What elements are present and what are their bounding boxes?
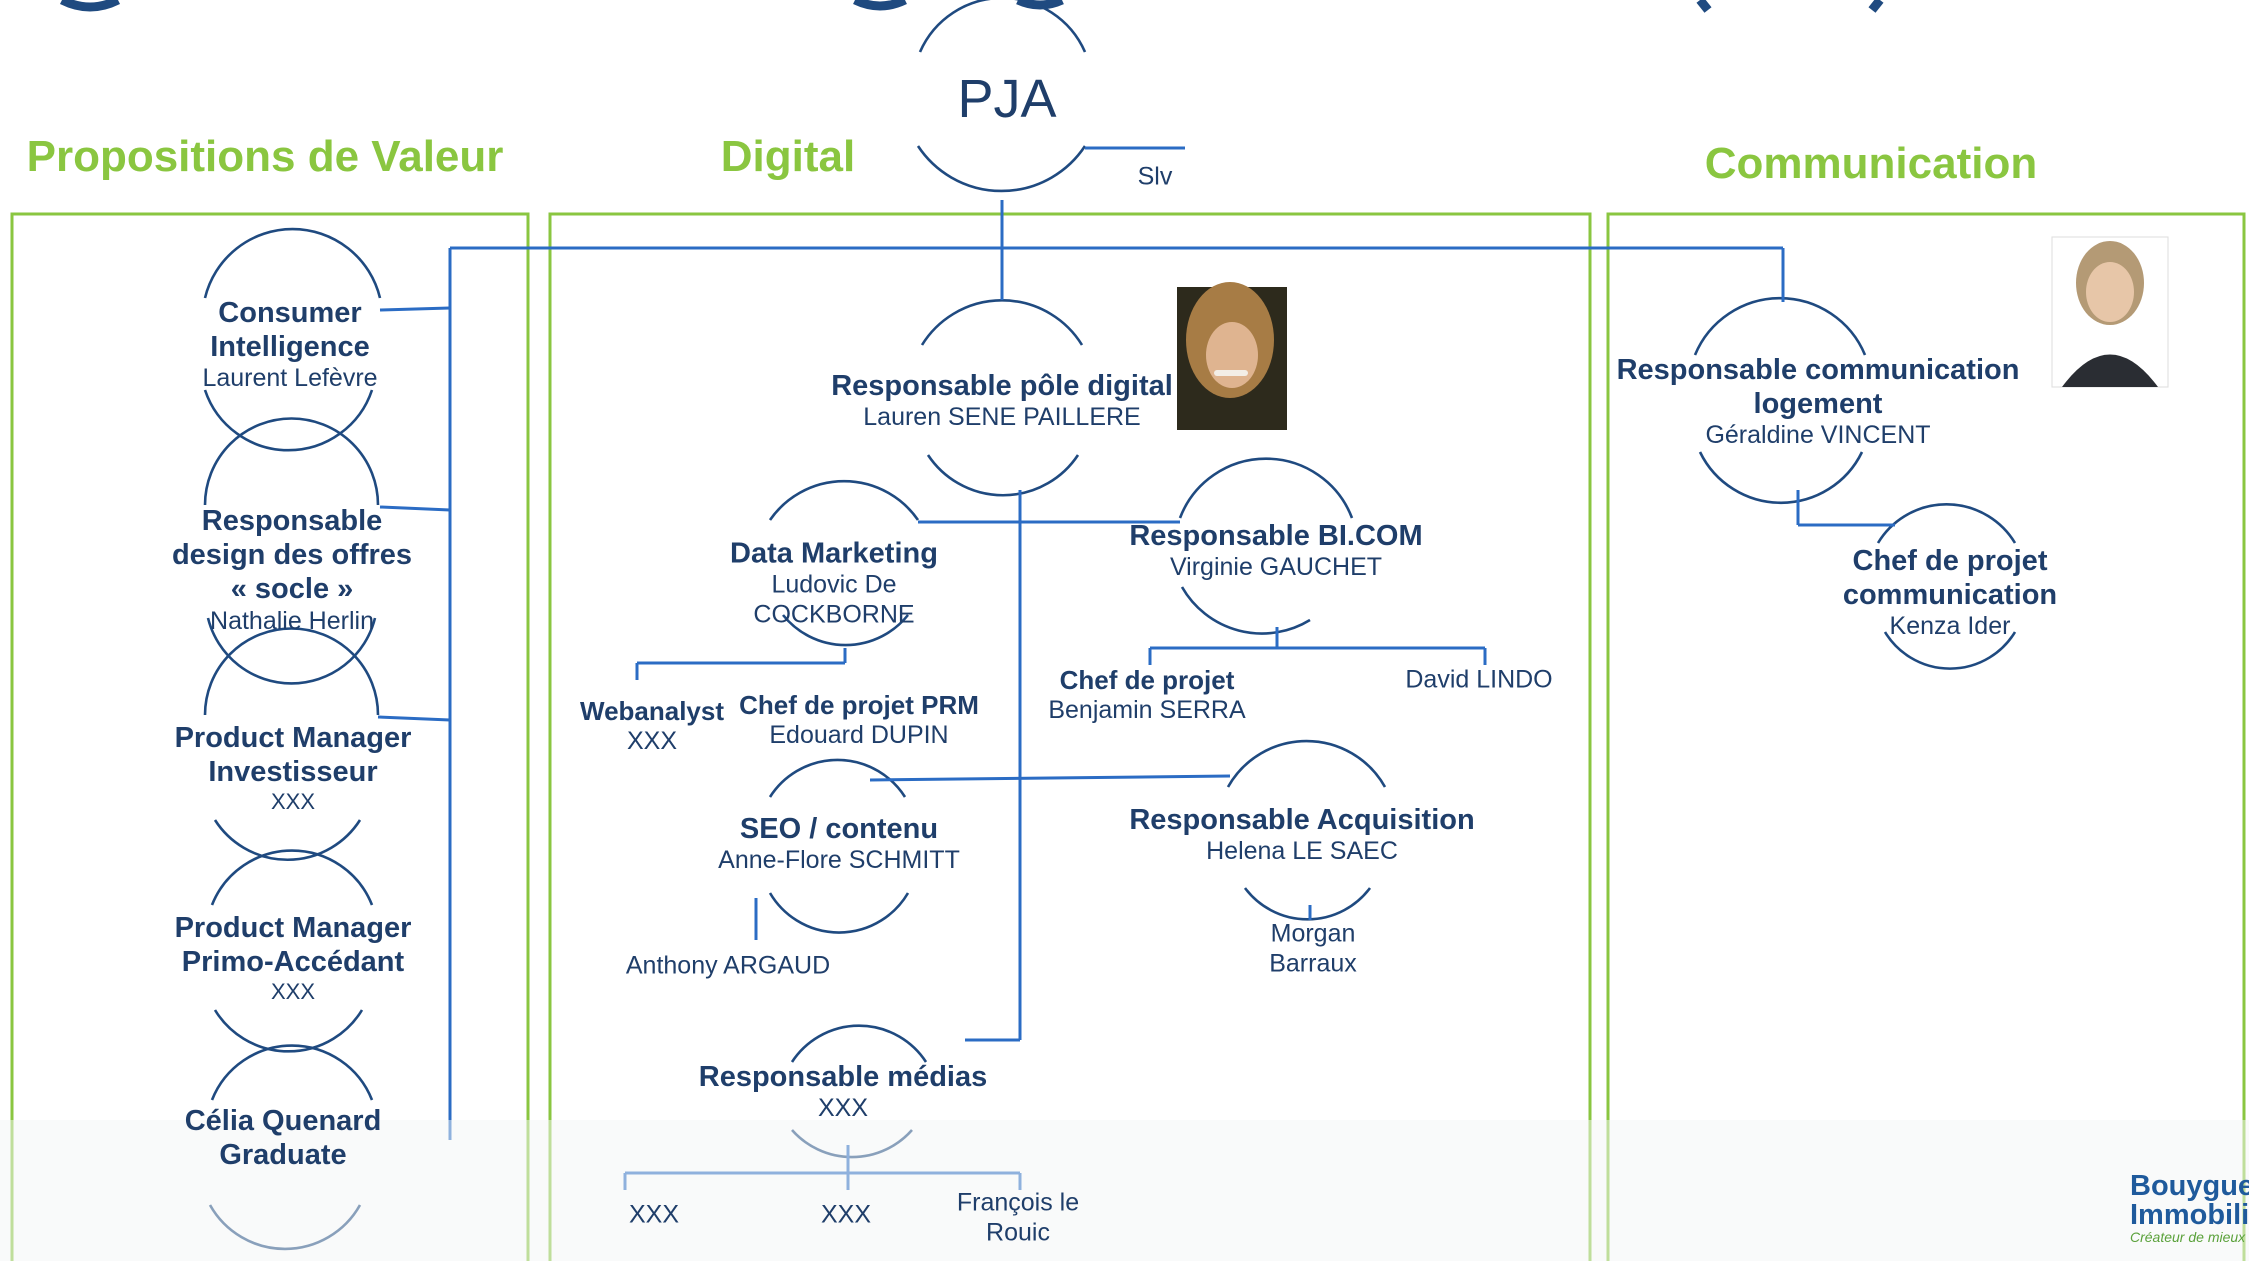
node-person: Virginie GAUCHET bbox=[1169, 553, 1383, 582]
node-person: Edouard DUPIN bbox=[769, 720, 949, 749]
section-heading-propositions-de-valeur: Propositions de Valeur bbox=[26, 132, 504, 182]
node-person: Anne-Flore SCHMITT bbox=[718, 846, 960, 875]
node-title: Responsable Acquisition bbox=[1129, 804, 1475, 837]
node-data-marketing: Data Marketing Ludovic De COCKBORNE bbox=[730, 536, 938, 629]
section-heading-communication: Communication bbox=[1704, 139, 2038, 189]
node-responsable-pole-digital: Responsable pôle digital Lauren SENE PAI… bbox=[831, 369, 1173, 433]
node-title: Consumer Intelligence bbox=[210, 297, 370, 364]
photo-lauren bbox=[1177, 282, 1287, 430]
node-responsable-acquisition: Responsable Acquisition Helena LE SAEC bbox=[1129, 803, 1474, 867]
node-person: Nathalie Herlin bbox=[210, 606, 374, 635]
node-title: Chef de projet PRM bbox=[739, 689, 979, 720]
logo-tagline: Créateur de mieux vivre bbox=[2130, 1229, 2249, 1245]
node-title: SEO / contenu bbox=[739, 813, 939, 846]
node-title: Responsable médias bbox=[698, 1061, 988, 1094]
node-xxx-2: XXX bbox=[820, 1200, 872, 1229]
node-francois-le-rouic: François le Rouic bbox=[956, 1188, 1080, 1247]
node-responsable-bi-com: Responsable BI.COM Virginie GAUCHET bbox=[1129, 519, 1422, 583]
node-responsable-communication: Responsable communication logement Géral… bbox=[1617, 353, 2020, 451]
node-person: XXX bbox=[270, 789, 316, 815]
bouygues-immobilier-logo: Bouygues Immobilier Créateur de mieux vi… bbox=[2130, 1170, 2249, 1245]
node-person: XXX bbox=[817, 1094, 869, 1123]
node-chef-projet-communication: Chef de projet communication Kenza Ider bbox=[1843, 544, 2057, 642]
node-title: Product Manager Investisseur bbox=[174, 721, 412, 789]
frame-propositions-de-valeur bbox=[10, 212, 530, 1261]
logo-line1: Bouygues bbox=[2130, 1170, 2249, 1202]
node-person: Lauren SENE PAILLERE bbox=[863, 403, 1141, 432]
section-frames bbox=[10, 212, 2246, 1261]
node-person: XXX bbox=[626, 726, 678, 755]
frame-communication bbox=[1606, 212, 2246, 1261]
node-consumer-intelligence: Consumer Intelligence Laurent Lefèvre bbox=[202, 296, 377, 394]
node-anthony-argaud: Anthony ARGAUD bbox=[625, 951, 831, 980]
node-person: Benjamin SERRA bbox=[1048, 695, 1246, 724]
photo-geraldine bbox=[2051, 236, 2169, 388]
root-node-subtitle: Slv bbox=[1137, 162, 1173, 191]
node-celia-quenard: Célia Quenard Graduate bbox=[185, 1104, 382, 1172]
node-pm-primo-accedant: Product Manager Primo-Accédant XXX bbox=[175, 911, 412, 1005]
bottom-shading bbox=[0, 1120, 2249, 1261]
node-title: Responsable pôle digital bbox=[831, 370, 1173, 403]
node-person: Kenza Ider bbox=[1889, 612, 2011, 641]
node-title: Product Manager Primo-Accédant bbox=[174, 911, 412, 979]
node-person: Géraldine VINCENT bbox=[1705, 421, 1931, 450]
node-pm-investisseur: Product Manager Investisseur XXX bbox=[175, 721, 412, 815]
node-person: Helena LE SAEC bbox=[1206, 837, 1398, 866]
cropped-title-glyphs bbox=[59, 0, 1884, 13]
node-xxx-1: XXX bbox=[628, 1200, 680, 1229]
node-responsable-design: Responsable design des offres « socle » … bbox=[172, 504, 412, 636]
node-person: Laurent Lefèvre bbox=[202, 364, 378, 393]
node-chef-de-projet: Chef de projet Benjamin SERRA bbox=[1048, 665, 1245, 725]
node-title: Responsable design des offres « socle » bbox=[171, 504, 413, 606]
node-title: Responsable communication logement bbox=[1616, 354, 2020, 421]
node-seo-contenu: SEO / contenu Anne-Flore SCHMITT bbox=[718, 812, 960, 876]
node-title: Webanalyst bbox=[579, 695, 725, 726]
logo-line2: Immobilier bbox=[2130, 1199, 2249, 1231]
node-title: Chef de projet communication bbox=[1842, 545, 2058, 612]
node-person: XXX bbox=[270, 979, 316, 1005]
node-morgan-barraux: Morgan Barraux bbox=[1269, 919, 1357, 978]
node-title: Célia Quenard Graduate bbox=[184, 1104, 382, 1171]
node-david-lindo: David LINDO bbox=[1405, 665, 1553, 694]
node-arcs bbox=[203, 0, 2017, 1251]
node-webanalyst: Webanalyst XXX bbox=[580, 696, 724, 756]
root-node-label: PJA bbox=[957, 69, 1057, 130]
frame-digital bbox=[548, 212, 1592, 1261]
section-heading-digital: Digital bbox=[720, 132, 856, 182]
node-person: Ludovic De COCKBORNE bbox=[753, 570, 915, 629]
node-title: Data Marketing bbox=[730, 537, 938, 570]
node-chef-projet-prm: Chef de projet PRM Edouard DUPIN bbox=[739, 690, 979, 750]
node-title: Chef de projet bbox=[1059, 664, 1235, 695]
node-responsable-medias: Responsable médias XXX bbox=[699, 1060, 988, 1124]
node-title: Responsable BI.COM bbox=[1129, 520, 1423, 553]
